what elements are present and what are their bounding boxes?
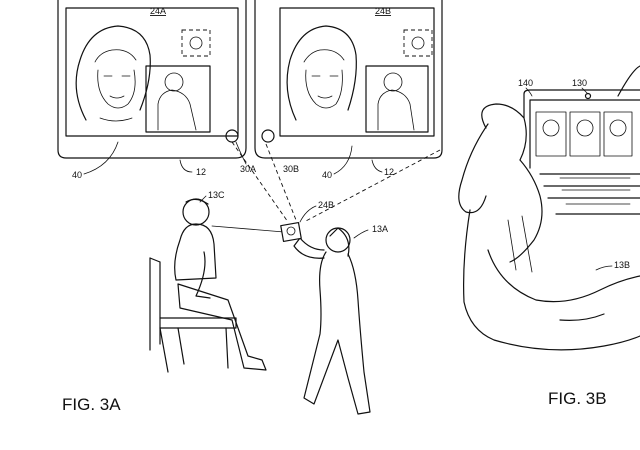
thumbnail-a — [181, 29, 211, 57]
tablet-24a-screen — [65, 7, 239, 137]
sightline-30b-2 — [303, 149, 441, 223]
tablet-24b: 24B — [254, 0, 443, 159]
label-140: 140 — [518, 78, 533, 88]
handheld-device-24b — [280, 221, 302, 243]
caption-fig-3a: FIG. 3A — [62, 395, 121, 414]
label-24b-top: 24B — [375, 6, 391, 16]
sightline-30b-1 — [265, 143, 297, 221]
pip-viewer-b — [365, 65, 429, 133]
fig3b-scene: 140 130 13B — [458, 65, 640, 351]
label-30a: 30A — [240, 164, 256, 174]
label-40-left: 40 — [72, 170, 82, 180]
sightline-30a — [231, 141, 289, 223]
remote-face-large-a — [75, 25, 151, 122]
label-13c: 13C — [208, 190, 225, 200]
label-24a: 24A — [150, 6, 166, 16]
pip-viewer-a — [145, 65, 211, 133]
label-13a: 13A — [372, 224, 388, 234]
label-130: 130 — [572, 78, 587, 88]
tablet-24b-screen — [279, 7, 435, 137]
label-12-right: 12 — [384, 167, 394, 177]
label-13b: 13B — [614, 260, 630, 270]
seated-person-13c: 13C — [149, 190, 267, 373]
remote-face-large-b — [286, 25, 357, 121]
standing-person-13a: 24B 13A — [280, 200, 388, 415]
label-24b-device: 24B — [318, 200, 334, 210]
label-30b: 30B — [283, 164, 299, 174]
tablet-24a: 24A — [57, 0, 247, 159]
camera-30b — [261, 129, 275, 143]
label-12-left: 12 — [196, 167, 206, 177]
caption-fig-3b: FIG. 3B — [548, 389, 607, 408]
thumbnail-b — [403, 29, 433, 57]
label-40-right: 40 — [322, 170, 332, 180]
